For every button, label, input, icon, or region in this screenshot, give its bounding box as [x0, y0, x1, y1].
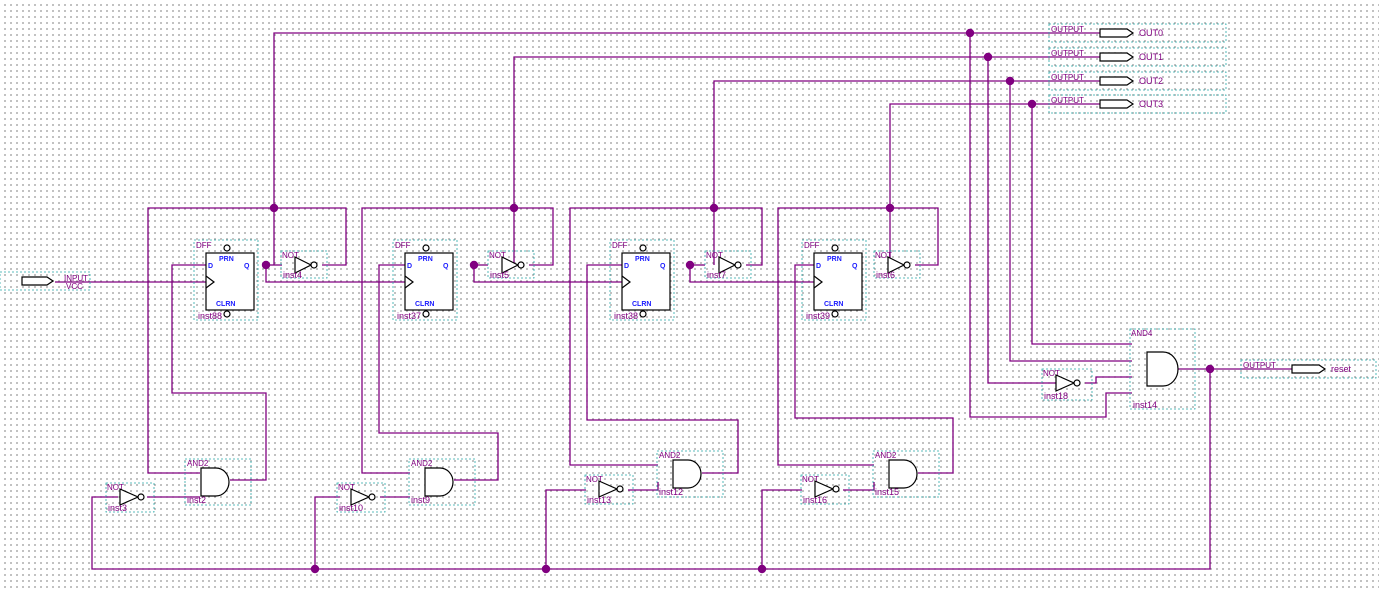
not-type: NOT — [1043, 369, 1060, 378]
dff-type: DFF — [395, 241, 411, 250]
not-type: NOT — [586, 475, 603, 484]
output-name: OUT1 — [1139, 52, 1163, 62]
not-type: NOT — [802, 475, 819, 484]
not-type: NOT — [489, 251, 506, 260]
input-type: INPUT — [64, 274, 88, 283]
and2-name: inst12 — [659, 487, 683, 497]
d-label: D — [407, 263, 412, 270]
output-type: OUTPUT — [1243, 361, 1276, 370]
and2-type: AND2 — [659, 451, 681, 460]
and2-name: inst9 — [411, 495, 430, 505]
not-inst13[interactable]: NOT inst13 — [584, 474, 634, 505]
not-name: inst4 — [283, 270, 302, 280]
d-label: D — [624, 263, 629, 270]
and4-type: AND4 — [1131, 329, 1153, 338]
not-name: inst18 — [1044, 391, 1068, 401]
input-pin[interactable]: INPUT VCC — [0, 271, 91, 291]
dff-type: DFF — [612, 241, 628, 250]
and2-inst12[interactable]: AND2 inst12 — [656, 450, 724, 498]
dff-type: DFF — [804, 241, 820, 250]
output-name: reset — [1331, 364, 1352, 374]
d-label: D — [208, 263, 213, 270]
clrn-label: CLRN — [824, 301, 843, 308]
not-name: inst10 — [339, 503, 363, 513]
not-inst10[interactable]: NOT inst10 — [336, 482, 386, 513]
not-name: inst6 — [876, 270, 895, 280]
input-label: VCC — [66, 282, 83, 291]
prn-label: PRN — [827, 256, 842, 263]
prn-label: PRN — [418, 256, 433, 263]
and2-type: AND2 — [411, 459, 433, 468]
q-label: Q — [660, 263, 666, 270]
not-type: NOT — [338, 483, 355, 492]
not-type: NOT — [706, 251, 723, 260]
dff-name: inst37 — [397, 311, 421, 321]
output-name: OUT0 — [1139, 28, 1163, 38]
not-name: inst5 — [490, 270, 509, 280]
output-pin-out1[interactable]: OUTPUT OUT1 — [1048, 47, 1227, 67]
and2-name: inst15 — [875, 487, 899, 497]
q-label: Q — [852, 263, 858, 270]
dff-inst39[interactable]: DFF PRN D Q CLRN inst39 — [801, 239, 867, 321]
q-label: Q — [443, 263, 449, 270]
clrn-label: CLRN — [632, 301, 651, 308]
output-type: OUTPUT — [1051, 25, 1084, 34]
dff-name: inst88 — [198, 311, 222, 321]
not-inst7[interactable]: NOT inst7 — [704, 250, 752, 280]
output-name: OUT2 — [1139, 76, 1163, 86]
output-type: OUTPUT — [1051, 49, 1084, 58]
not-type: NOT — [875, 251, 892, 260]
and4-name: inst14 — [1133, 400, 1157, 410]
not-type: NOT — [282, 251, 299, 260]
and2-inst15[interactable]: AND2 inst15 — [872, 450, 940, 498]
dff-name: inst39 — [806, 311, 830, 321]
not-type: NOT — [107, 483, 124, 492]
and2-name: inst2 — [187, 495, 206, 505]
not-inst3[interactable]: NOT inst3 — [105, 482, 155, 513]
and2-type: AND2 — [187, 459, 209, 468]
clrn-label: CLRN — [216, 301, 235, 308]
dff-name: inst38 — [614, 311, 638, 321]
prn-label: PRN — [219, 256, 234, 263]
output-type: OUTPUT — [1051, 96, 1084, 105]
output-type: OUTPUT — [1051, 73, 1084, 82]
dff-inst38[interactable]: DFF PRN D Q CLRN inst38 — [609, 239, 675, 321]
output-pin-out2[interactable]: OUTPUT OUT2 — [1048, 71, 1227, 91]
output-pin-out0[interactable]: OUTPUT OUT0 — [1048, 23, 1227, 43]
and4-inst14[interactable]: AND4 inst14 — [1129, 328, 1196, 410]
not-inst5[interactable]: NOT inst5 — [487, 250, 535, 280]
not-inst6[interactable]: NOT inst6 — [873, 250, 921, 280]
output-pin-out3[interactable]: OUTPUT OUT3 — [1048, 94, 1227, 114]
not-inst4[interactable]: NOT inst4 — [280, 250, 328, 280]
and2-inst2[interactable]: AND2 inst2 — [184, 458, 252, 506]
d-label: D — [816, 263, 821, 270]
and2-type: AND2 — [875, 451, 897, 460]
not-name: inst3 — [108, 503, 127, 513]
clrn-label: CLRN — [415, 301, 434, 308]
prn-label: PRN — [635, 256, 650, 263]
output-pin-reset[interactable]: OUTPUT reset — [1240, 359, 1377, 379]
and2-inst9[interactable]: AND2 inst9 — [408, 458, 476, 506]
not-inst16[interactable]: NOT inst16 — [800, 474, 850, 505]
q-label: Q — [244, 263, 250, 270]
dff-type: DFF — [196, 241, 212, 250]
dff-inst88[interactable]: DFF PRN D Q CLRN inst88 — [193, 239, 259, 321]
junctions — [261, 28, 1215, 574]
dff-inst37[interactable]: DFF PRN D Q CLRN inst37 — [392, 239, 458, 321]
not-inst18[interactable]: NOT inst18 — [1041, 368, 1093, 401]
not-name: inst13 — [587, 495, 611, 505]
not-name: inst16 — [803, 495, 827, 505]
not-name: inst7 — [707, 270, 726, 280]
output-name: OUT3 — [1139, 99, 1163, 109]
